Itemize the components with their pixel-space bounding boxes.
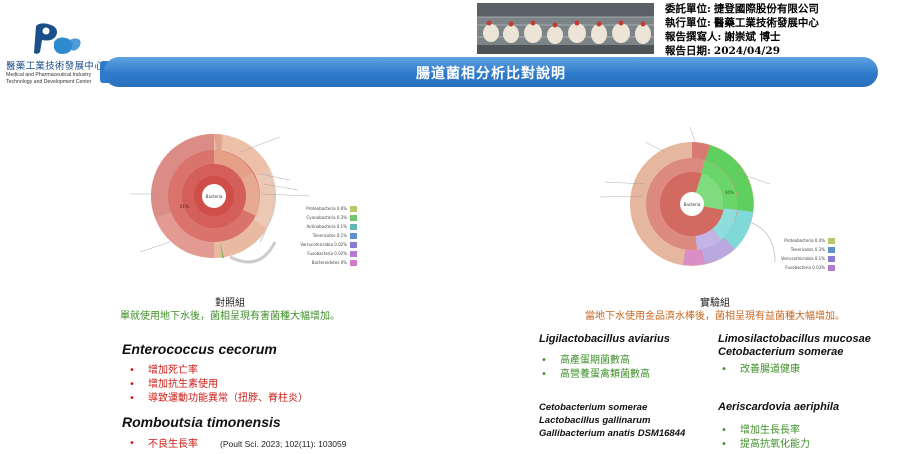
legend-item: Fusobacteria 0.03% [753, 263, 835, 272]
legend-swatch [350, 214, 357, 221]
legend-item: Proteobacteria 0.4% [753, 236, 835, 245]
report-info: 委託單位:捷登國際股份有限公司 執行單位:醫藥工業技術發展中心 報告撰寫人:謝崇… [665, 2, 915, 58]
legend-swatch [350, 232, 357, 239]
treatment-spb-effects: 改善腸道健康 [718, 363, 800, 377]
treatment-caption: 實驗組 當地下水使用金品濟水棒後，菌相呈現有益菌種大幅增加。 [540, 297, 890, 323]
list-item: 高營養蛋禽類菌數高 [538, 368, 650, 382]
legend-swatch [350, 250, 357, 257]
species-name: Ligilactobacillus aviarius [539, 333, 670, 345]
treatment-center [680, 192, 704, 216]
treatment-subtitle: 當地下水使用金品濟水棒後，菌相呈現有益菌種大幅增加。 [585, 311, 845, 322]
legend-swatch [350, 223, 357, 230]
treatment-center-label: Bacteria [684, 202, 701, 207]
list-item: 增加死亡率 [126, 364, 308, 378]
control-sp1-effects: 增加死亡率 增加抗生素使用 導致運動功能異常（扭脖、脊柱炎） [126, 364, 308, 406]
control-sp2-effects: 不良生長率(Poult Sci. 2023; 102(11): 103059 [126, 437, 346, 451]
control-center [202, 184, 226, 208]
list-item: 提高抗氧化能力 [718, 438, 810, 452]
list-item: 高產蛋期菌數高 [538, 354, 650, 368]
list-item: 導致運動功能異常（扭脖、脊柱炎） [126, 392, 308, 406]
species-name: Lactobacillus gallinarum [539, 415, 651, 426]
legend-swatch [828, 237, 835, 244]
reference-citation: (Poult Sci. 2023; 102(11): 103059 [220, 439, 347, 449]
legend-item: Fusobacteria 0.02% [285, 249, 357, 258]
title-banner: 腸道菌相分析比對說明 [104, 57, 878, 87]
control-caption: 對照組 單就使用地下水後，菌相呈現有害菌種大幅增加。 [80, 297, 380, 323]
species-name: Romboutsia timonensis [122, 414, 281, 430]
legend-item: Proteobacteria 0.6% [285, 204, 357, 213]
legend-item: Tenericutes 0.1% [285, 231, 357, 240]
info-row: 執行單位:醫藥工業技術發展中心 [665, 17, 819, 29]
info-row: 報告撰寫人:謝崇斌 博士 [665, 31, 781, 43]
control-title: 對照組 [215, 298, 245, 309]
species-name: Limosilactobacillus mucosae [718, 333, 871, 345]
legend-swatch [350, 259, 357, 266]
legend-item: Verrucomicrobia 0.02% [285, 240, 357, 249]
species-name: Cetobacterium somerae [539, 402, 648, 413]
treatment-title: 實驗組 [700, 298, 730, 309]
treatment-slice-percent: 30% [725, 190, 734, 195]
control-legend: Proteobacteria 0.6% Cyanobacteria 0.3% A… [285, 204, 357, 267]
control-center-label: Bacteria [206, 194, 223, 199]
species-name: Cetobacterium somerae [718, 346, 844, 358]
species-name: Enterococcus cecorum [122, 341, 277, 357]
list-item: 改善腸道健康 [718, 363, 800, 377]
treatment-spa-effects: 高產蛋期菌數高 高營養蛋禽類菌數高 [538, 354, 650, 382]
legend-item: Cyanobacteria 0.3% [285, 213, 357, 222]
logo-english-line-1: Medical and Pharmaceutical Industry [6, 72, 92, 78]
list-item: 增加生長長率 [718, 424, 810, 438]
legend-swatch [828, 246, 835, 253]
treatment-sunburst: Bacteria 30% [599, 126, 776, 266]
list-item: 不良生長率(Poult Sci. 2023; 102(11): 103059 [126, 437, 346, 451]
species-name: Gallibacterium anatis DSM16844 [539, 428, 686, 439]
list-item: 增加抗生素使用 [126, 378, 308, 392]
pidc-logo-mark [34, 23, 81, 54]
legend-item: Bacteroidetes 0% [285, 258, 357, 267]
pidc-logo: 醫藥工業技術發展中心 Medical and Pharmaceutical In… [6, 22, 106, 88]
control-krona-chart: Bacteria 81% Proteobacteria 0.6% Cyanoba… [110, 112, 410, 282]
legend-swatch [828, 255, 835, 262]
treatment-legend: Proteobacteria 0.4% Tenericutes 0.3% Ver… [753, 236, 835, 272]
logo-english-line-2: Technology and Development Center [6, 79, 92, 85]
legend-item: Actinobacteria 0.1% [285, 222, 357, 231]
legend-swatch [350, 241, 357, 248]
species-name: Aeriscardovia aeriphila [718, 401, 840, 413]
page-title: 腸道菌相分析比對說明 [416, 66, 566, 82]
info-row: 報告日期:2024/04/29 [665, 45, 781, 57]
info-row: 委託單位:捷登國際股份有限公司 [665, 3, 819, 15]
control-sunburst: Bacteria 81% [130, 133, 311, 264]
legend-item: Tenericutes 0.3% [753, 245, 835, 254]
logo-chinese-name: 醫藥工業技術發展中心 [6, 61, 105, 72]
control-slice-percent: 81% [180, 204, 189, 209]
legend-swatch [828, 264, 835, 271]
control-subtitle: 單就使用地下水後，菌相呈現有害菌種大幅增加。 [120, 311, 340, 322]
legend-swatch [350, 205, 357, 212]
poultry-farm-photo [477, 3, 654, 54]
treatment-krona-chart: Bacteria 30% Proteobacteria 0.4% Teneric… [585, 112, 885, 282]
treatment-spd-effects: 增加生長長率 提高抗氧化能力 [718, 424, 810, 452]
legend-item: Verrucomicrobia 0.1% [753, 254, 835, 263]
